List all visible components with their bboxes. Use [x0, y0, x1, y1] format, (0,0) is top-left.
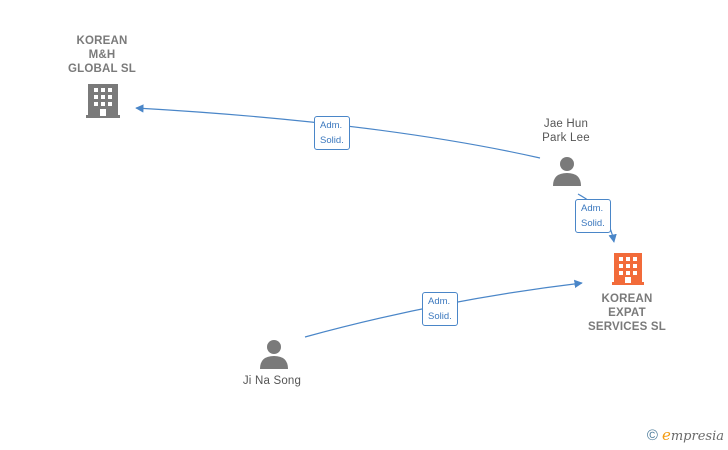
edge-label-line: Adm. — [581, 203, 604, 214]
person-label-ji-na[interactable]: Ji Na Song — [222, 374, 322, 388]
copyright-icon: © — [646, 426, 658, 444]
company-label-korean-mh[interactable]: KOREAN M&H GLOBAL SL — [52, 34, 152, 76]
person-label-line: Park Lee — [542, 132, 590, 144]
person-label-line: Jae Hun — [543, 118, 589, 130]
edge-label-line: Solid. — [428, 311, 452, 322]
edge-label-line: Solid. — [320, 135, 344, 146]
building-icon[interactable] — [86, 84, 120, 118]
edge-jaehun-to-koreanmh — [135, 104, 541, 159]
edge-label-line: Adm. — [428, 296, 451, 307]
company-label-korean-expat[interactable]: KOREAN EXPAT SERVICES SL — [572, 292, 682, 334]
edge-label-adm-solid[interactable]: Adm. Solid. — [575, 199, 611, 233]
company-label-line: GLOBAL SL — [67, 63, 137, 75]
company-label-line: KOREAN — [76, 35, 128, 47]
person-icon[interactable] — [553, 157, 581, 186]
edge-label-adm-solid[interactable]: Adm. Solid. — [422, 292, 458, 326]
company-label-line: KOREAN — [601, 293, 653, 305]
brand-initial: e — [661, 426, 671, 444]
brand-watermark: © empresia — [647, 426, 724, 444]
person-label-jae-hun[interactable]: Jae Hun Park Lee — [516, 117, 616, 145]
edge-label-line: Adm. — [320, 120, 343, 131]
brand-logo: empresia — [662, 426, 724, 444]
brand-name: mpresia — [670, 429, 724, 444]
company-label-line: SERVICES SL — [587, 321, 667, 333]
edge-label-line: Solid. — [581, 218, 605, 229]
company-label-line: M&H — [88, 49, 116, 61]
building-icon-focus[interactable] — [612, 253, 644, 285]
person-label-line: Ji Na Song — [242, 375, 302, 387]
person-icon[interactable] — [260, 340, 288, 369]
company-label-line: EXPAT — [608, 307, 646, 319]
edge-label-adm-solid[interactable]: Adm. Solid. — [314, 116, 350, 150]
